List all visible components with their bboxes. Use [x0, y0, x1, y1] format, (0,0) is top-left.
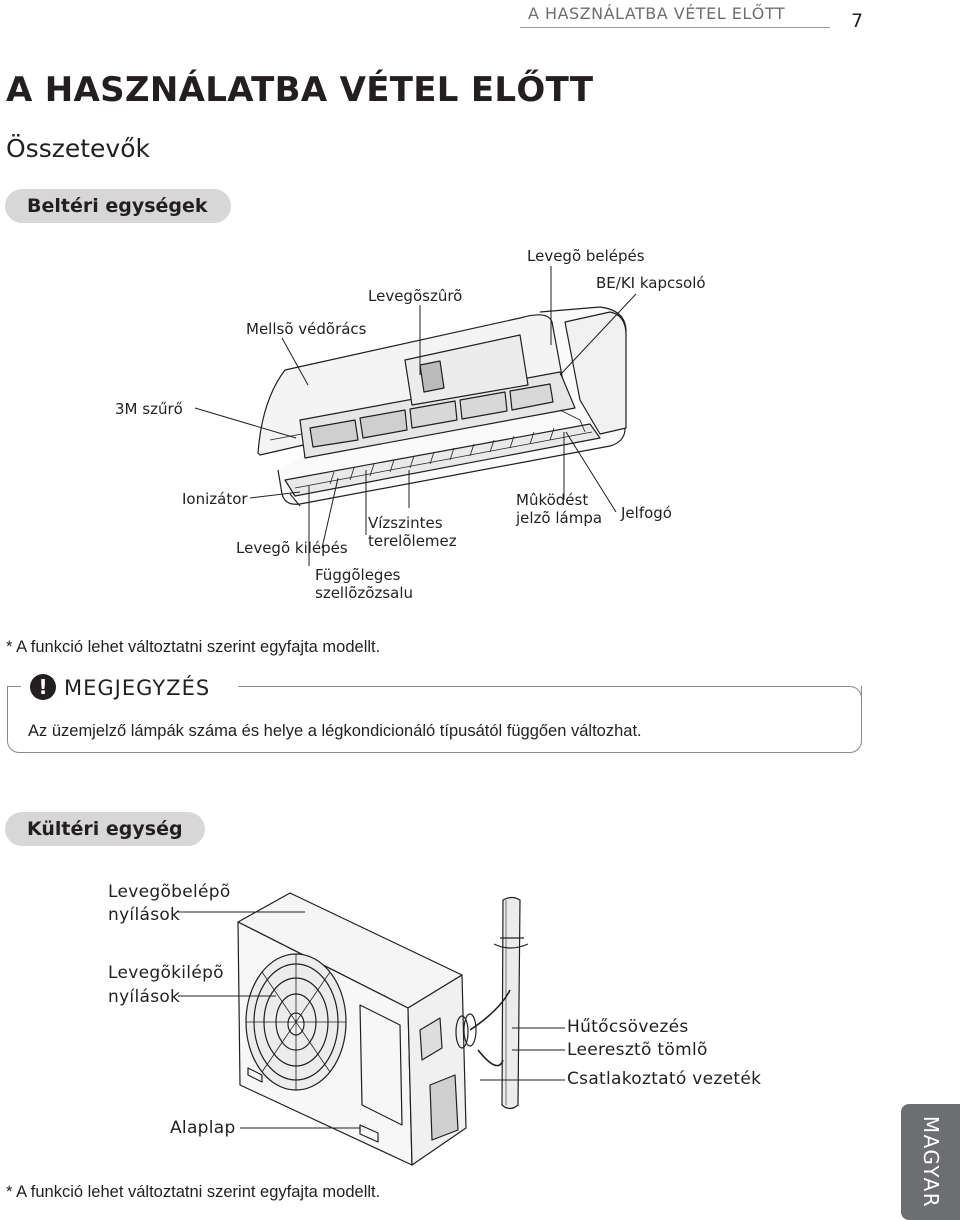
page-title: A HASZNÁLATBA VÉTEL ELŐTT — [6, 70, 594, 110]
note-box — [7, 686, 862, 753]
label-on-off-switch: BE/KI kapcsoló — [596, 274, 706, 292]
indoor-heading-pill: Beltéri egységek — [5, 189, 231, 223]
label-ionizer: Ionizátor — [182, 490, 248, 508]
label-drain-hose: Leeresztõ tömlõ — [567, 1040, 708, 1060]
label-base-plate: Alaplap — [170, 1118, 236, 1138]
note-box-top-left-rule — [7, 686, 21, 688]
note-title: MEGJEGYZÉS — [64, 676, 211, 700]
label-operation-lamp-1: Mûködést — [516, 491, 589, 509]
label-horizontal-louver-1: Vízszintes — [368, 514, 443, 532]
label-outdoor-air-inlet-1: Levegõbelépõ — [108, 882, 231, 902]
page-number: 7 — [851, 10, 864, 32]
label-outdoor-air-outlet-2: nyílások — [108, 987, 181, 1007]
label-vertical-louver-2: szellõzõzsalu — [315, 584, 414, 602]
outdoor-heading-pill: Kültéri egység — [5, 812, 205, 846]
label-outdoor-air-inlet-2: nyílások — [108, 905, 181, 925]
label-signal-receiver: Jelfogó — [621, 504, 672, 522]
label-outdoor-air-outlet-1: Levegõkilépõ — [108, 963, 224, 983]
language-side-tab-label: MAGYAR — [918, 1115, 943, 1209]
outdoor-footnote: * A funkció lehet változtatni szerint eg… — [6, 1183, 381, 1201]
label-3m-filter: 3M szűrő — [115, 400, 183, 418]
header-rule — [520, 27, 830, 28]
label-operation-lamp-2: jelzõ lámpa — [516, 509, 603, 527]
note-text: Az üzemjelző lámpák száma és helye a lég… — [28, 722, 642, 740]
label-connecting-cable: Csatlakoztató vezeték — [567, 1069, 762, 1089]
label-piping: Hűtőcsövezés — [567, 1017, 689, 1037]
warning-icon: ! — [30, 674, 56, 700]
language-side-tab: MAGYAR — [901, 1104, 960, 1220]
section-subtitle: Összetevők — [6, 134, 150, 163]
running-header: A HASZNÁLATBA VÉTEL ELŐTT — [528, 4, 786, 23]
label-air-outlet: Levegõ kilépés — [236, 539, 348, 557]
label-horizontal-louver-2: terelõlemez — [368, 532, 457, 550]
label-front-grille: Mellsõ védõrács — [246, 320, 367, 338]
note-box-top-right-rule — [238, 686, 850, 688]
label-vertical-louver-1: Függõleges — [315, 566, 401, 584]
label-air-filter: Levegõszûrõ — [368, 287, 463, 305]
indoor-footnote: * A funkció lehet változtatni szerint eg… — [6, 638, 381, 656]
label-air-inlet: Levegõ belépés — [527, 247, 645, 265]
